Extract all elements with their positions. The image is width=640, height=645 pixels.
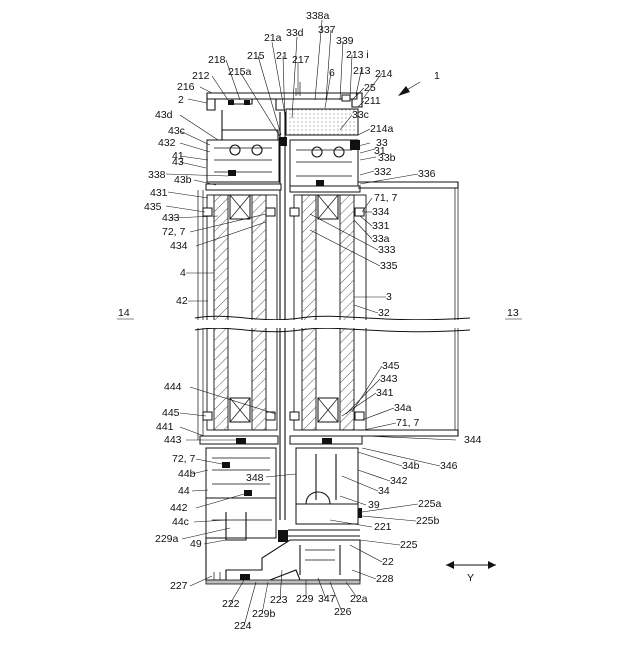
- callout-39: 39: [368, 499, 380, 511]
- callout-435: 435: [144, 201, 162, 213]
- callout-443: 443: [164, 434, 182, 446]
- callout-43d: 43d: [155, 109, 173, 121]
- callout-445: 445: [162, 407, 180, 419]
- callout-434: 434: [170, 240, 188, 252]
- outer-sash-top-rail: [206, 140, 281, 190]
- callout-334: 334: [372, 206, 390, 218]
- callout-229b: 229b: [252, 608, 276, 620]
- callout-217: 217: [292, 54, 310, 66]
- callout-49: 49: [190, 538, 202, 550]
- callout-71-7-lower: 71, 7: [396, 417, 420, 429]
- callout-215a: 215a: [228, 66, 252, 78]
- callout-25: 25: [364, 82, 376, 94]
- callout-338a: 338a: [306, 10, 330, 22]
- callout-341: 341: [376, 387, 394, 399]
- callout-224: 224: [234, 620, 252, 632]
- inner-sash-top-rail: [290, 140, 360, 192]
- callout-331: 331: [372, 220, 390, 232]
- callout-346: 346: [440, 460, 458, 472]
- callout-226: 226: [334, 606, 352, 618]
- callout-33d: 33d: [286, 27, 304, 39]
- callout-21a: 21a: [264, 32, 282, 44]
- callout-225: 225: [400, 539, 418, 551]
- callout-227: 227: [170, 580, 188, 592]
- callout-44: 44: [178, 485, 190, 497]
- callout-34b: 34b: [402, 460, 420, 472]
- direction-label: Y: [467, 572, 474, 584]
- callout-214: 214: [375, 68, 393, 80]
- callout-339: 339: [336, 35, 354, 47]
- callout-222: 222: [222, 598, 240, 610]
- callout-218: 218: [208, 54, 226, 66]
- callout-444: 444: [164, 381, 182, 393]
- callout-2: 2: [178, 94, 184, 106]
- callout-338: 338: [148, 169, 166, 181]
- callout-3: 3: [386, 291, 392, 303]
- callout-213i: 213 i: [346, 49, 369, 61]
- callout-42: 42: [176, 295, 188, 307]
- callout-335: 335: [380, 260, 398, 272]
- callout-44b: 44b: [178, 468, 196, 480]
- callout-72-7-upper: 72, 7: [162, 226, 186, 238]
- callout-229a: 229a: [155, 533, 179, 545]
- callout-6: 6: [329, 67, 335, 79]
- callout-332: 332: [374, 166, 392, 178]
- callout-34: 34: [378, 485, 390, 497]
- callout-33b: 33b: [378, 152, 396, 164]
- callout-336: 336: [418, 168, 436, 180]
- callout-441: 441: [156, 421, 174, 433]
- callout-212: 212: [192, 70, 210, 82]
- callout-21: 21: [276, 50, 288, 62]
- callout-344: 344: [464, 434, 482, 446]
- callout-223: 223: [270, 594, 288, 606]
- callout-216: 216: [177, 81, 195, 93]
- callout-433: 433: [162, 212, 180, 224]
- callout-33c: 33c: [352, 109, 369, 121]
- figure-number-label: 1: [434, 70, 440, 82]
- callout-333: 333: [378, 244, 396, 256]
- inner-glass-unit: [290, 195, 366, 430]
- callout-72-7-lower: 72, 7: [172, 453, 196, 465]
- callout-343: 343: [380, 373, 398, 385]
- callout-225b: 225b: [416, 515, 440, 527]
- outer-sash-bottom-rail: [200, 436, 278, 540]
- callout-442: 442: [170, 502, 188, 514]
- callout-43: 43: [172, 156, 184, 168]
- side-label-left: 14: [118, 307, 130, 319]
- callout-342: 342: [390, 475, 408, 487]
- side-label-right: 13: [507, 307, 519, 319]
- callout-22a: 22a: [350, 593, 368, 605]
- callout-345: 345: [382, 360, 400, 372]
- callout-43c: 43c: [168, 125, 185, 137]
- callout-225a: 225a: [418, 498, 442, 510]
- callout-348: 348: [246, 472, 264, 484]
- callout-347: 347: [318, 593, 336, 605]
- callout-213: 213: [353, 65, 371, 77]
- callout-32: 32: [378, 307, 390, 319]
- callout-221: 221: [374, 521, 392, 533]
- callout-337: 337: [318, 24, 336, 36]
- callout-432: 432: [158, 137, 176, 149]
- callout-211: 211: [364, 95, 381, 107]
- callout-22: 22: [382, 556, 394, 568]
- callout-214a: 214a: [370, 123, 394, 135]
- callout-34a: 34a: [394, 402, 412, 414]
- callout-71-7-upper: 71, 7: [374, 192, 398, 204]
- break-line: [195, 316, 470, 331]
- callout-4: 4: [180, 267, 186, 279]
- callout-43b: 43b: [174, 174, 192, 186]
- direction-arrow: [446, 561, 496, 569]
- callout-431: 431: [150, 187, 168, 199]
- callout-215: 215: [247, 50, 265, 62]
- callout-228: 228: [376, 573, 394, 585]
- callout-44c: 44c: [172, 516, 189, 528]
- callout-229: 229: [296, 593, 314, 605]
